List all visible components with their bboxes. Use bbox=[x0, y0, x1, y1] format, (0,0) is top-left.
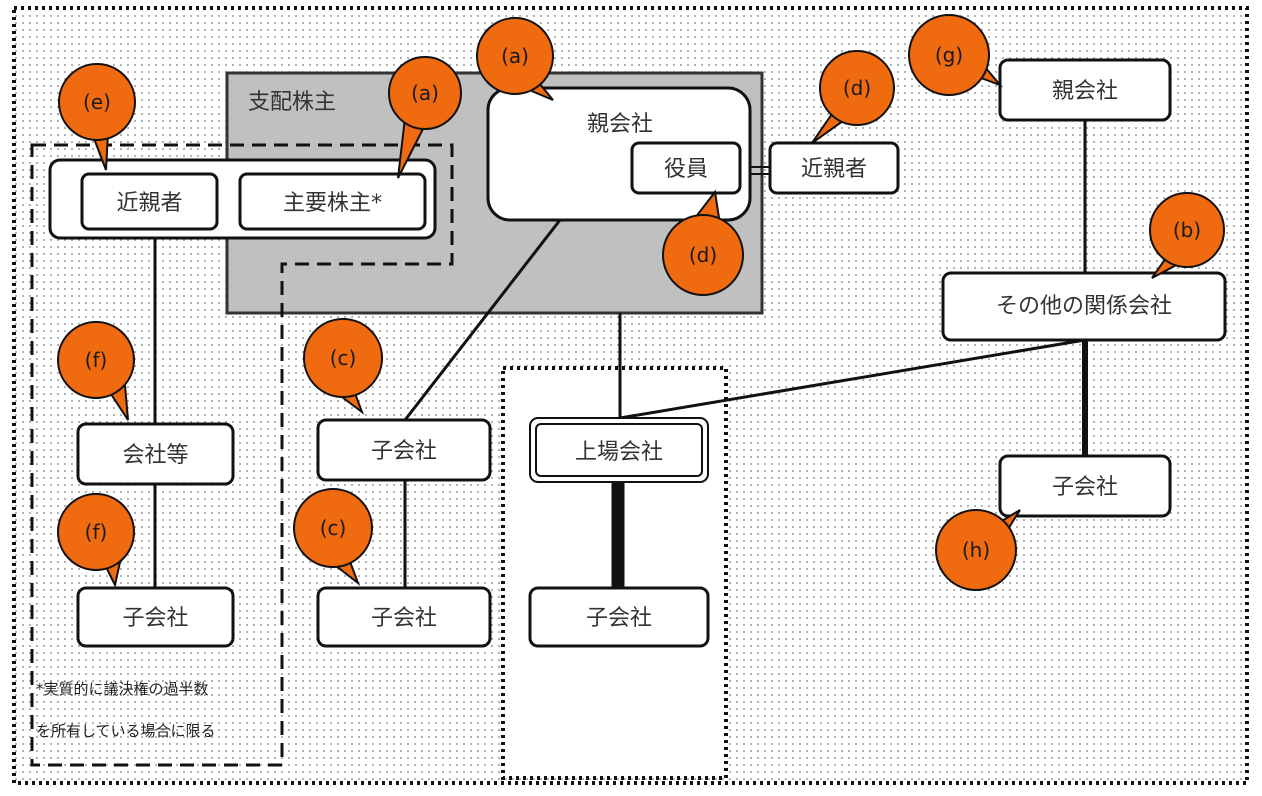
callout-badges bbox=[57, 14, 1225, 591]
line-sonota-to-listed bbox=[619, 338, 1086, 420]
badge-g-label: (g) bbox=[935, 43, 963, 67]
kogaisha-h-box bbox=[998, 454, 1172, 518]
sonota-kankei-box bbox=[941, 271, 1227, 342]
oyagaisha-center-label: 親会社 bbox=[587, 112, 653, 137]
note-line-2: を所有している場合に限る bbox=[36, 722, 216, 740]
jojo-gaisha-inner-box bbox=[535, 423, 703, 477]
kinshinsha-left-box bbox=[80, 172, 219, 231]
badge-a2 bbox=[388, 56, 462, 179]
badge-c1-label: (c) bbox=[330, 346, 357, 370]
kinshinsha-right-box bbox=[768, 141, 900, 195]
yakuin-box bbox=[630, 141, 742, 195]
badge-labels: (a) (a) (b) (c) (c) (d) (d) (e) (f) (f) … bbox=[83, 43, 1201, 562]
shuyou-kabunushi-label: 主要株主* bbox=[283, 191, 382, 216]
kaisha-tou-label: 会社等 bbox=[122, 443, 188, 468]
badge-f2 bbox=[57, 493, 135, 588]
badge-c2-label: (c) bbox=[320, 516, 347, 540]
kaisha-tou-box bbox=[76, 422, 235, 486]
shuyou-kabunushi-box bbox=[238, 172, 427, 231]
kinshinsha-left-label: 近親者 bbox=[116, 191, 182, 216]
nodes: 近親者 主要株主* 親会社 役員 近親者 親会社 その他の関係会社 会社等 子会… bbox=[48, 58, 1227, 648]
kogaisha-listed-label: 子会社 bbox=[586, 606, 652, 631]
sonota-kankei-label: その他の関係会社 bbox=[996, 294, 1172, 319]
kogaisha-c2-label: 子会社 bbox=[371, 606, 437, 631]
badge-a1-label: (a) bbox=[501, 44, 529, 68]
badge-a2-label: (a) bbox=[411, 81, 439, 105]
line-oyagaisha-to-kogaisha-c bbox=[403, 219, 562, 421]
kogaisha-c1-box bbox=[316, 418, 492, 482]
kogaisha-listed-box bbox=[528, 586, 710, 648]
badge-c1 bbox=[303, 318, 383, 415]
badge-b-label: (b) bbox=[1173, 218, 1201, 242]
badge-f1 bbox=[57, 321, 135, 421]
kinshinsha-right-label: 近親者 bbox=[801, 157, 867, 182]
oyagaisha-right-box bbox=[998, 58, 1172, 122]
dashed-group-boundary bbox=[30, 143, 454, 767]
note-line-1: *実質的に議決権の過半数 bbox=[36, 680, 209, 698]
kogaisha-f-label: 子会社 bbox=[122, 606, 188, 631]
controlling-shareholder-label: 支配株主 bbox=[248, 90, 336, 115]
oyagaisha-right-label: 親会社 bbox=[1052, 79, 1118, 104]
jojo-gaisha-label: 上場会社 bbox=[575, 440, 663, 465]
badge-d1-label: (d) bbox=[843, 76, 871, 100]
badge-a1 bbox=[476, 17, 554, 101]
badge-c2 bbox=[293, 488, 373, 586]
badge-d2 bbox=[662, 189, 744, 296]
badge-b bbox=[1149, 192, 1225, 279]
badge-g bbox=[908, 14, 1004, 96]
badge-e bbox=[58, 63, 136, 171]
badge-h bbox=[935, 509, 1021, 591]
yakuin-label: 役員 bbox=[664, 157, 708, 182]
kogaisha-h-label: 子会社 bbox=[1052, 475, 1118, 500]
kogaisha-f-box bbox=[76, 586, 235, 648]
kogaisha-c2-box bbox=[316, 586, 492, 648]
badge-d1 bbox=[811, 50, 895, 144]
badge-f1-label: (f) bbox=[85, 348, 108, 372]
badge-e-label: (e) bbox=[83, 90, 111, 114]
badge-f2-label: (f) bbox=[85, 520, 108, 544]
badge-h-label: (h) bbox=[962, 538, 990, 562]
badge-d2-label: (d) bbox=[689, 243, 717, 267]
kogaisha-c1-label: 子会社 bbox=[371, 439, 437, 464]
